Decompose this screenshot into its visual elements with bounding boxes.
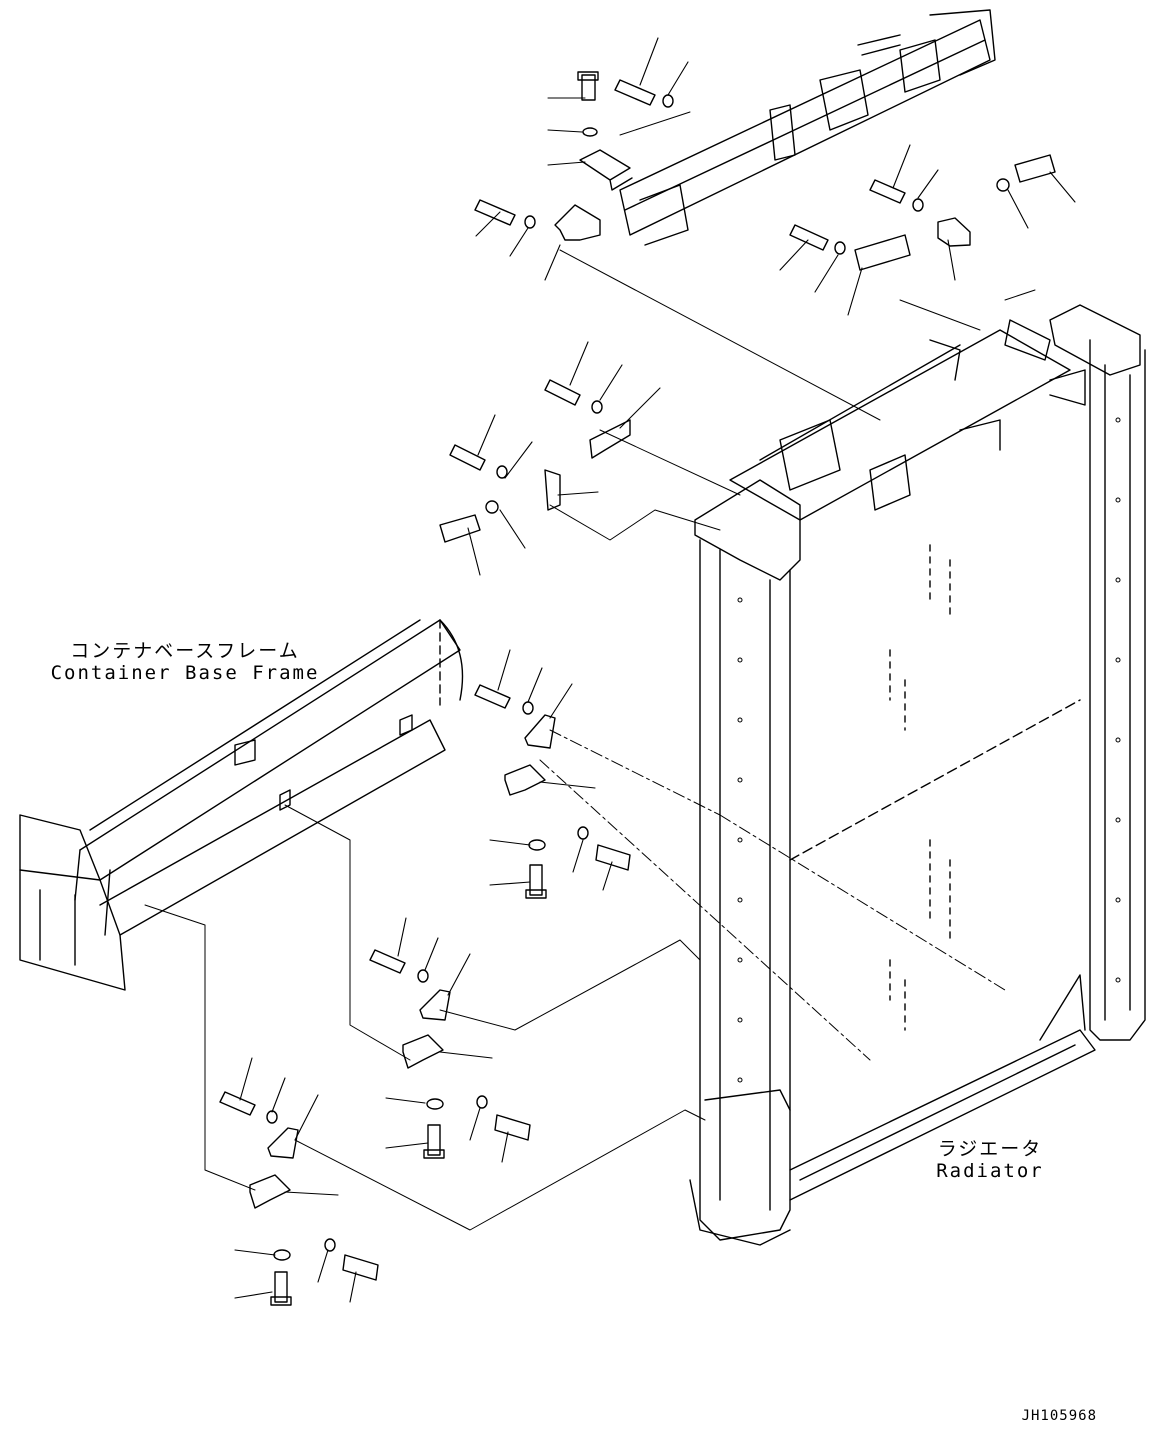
guide-lines <box>144 111 1036 1231</box>
radiator-label-en: Radiator <box>936 1160 1044 1182</box>
container-base-frame-label: コンテナベースフレーム Container Base Frame <box>50 640 320 684</box>
radiator-label: ラジエータ Radiator <box>930 1138 1050 1182</box>
callout-leaders <box>234 37 1076 1303</box>
container-base-frame-label-jp: コンテナベースフレーム <box>70 640 300 662</box>
container-base-frame-label-en: Container Base Frame <box>50 662 320 684</box>
radiator-upper-pipe <box>729 319 1086 521</box>
upper-pipe <box>619 9 996 246</box>
radiator-frame <box>689 304 1146 1246</box>
drawing-number: JH105968 <box>1021 1408 1097 1424</box>
hardware-brackets <box>219 71 1056 1306</box>
radiator-label-jp: ラジエータ <box>937 1138 1043 1160</box>
container-base-frame <box>19 619 464 991</box>
